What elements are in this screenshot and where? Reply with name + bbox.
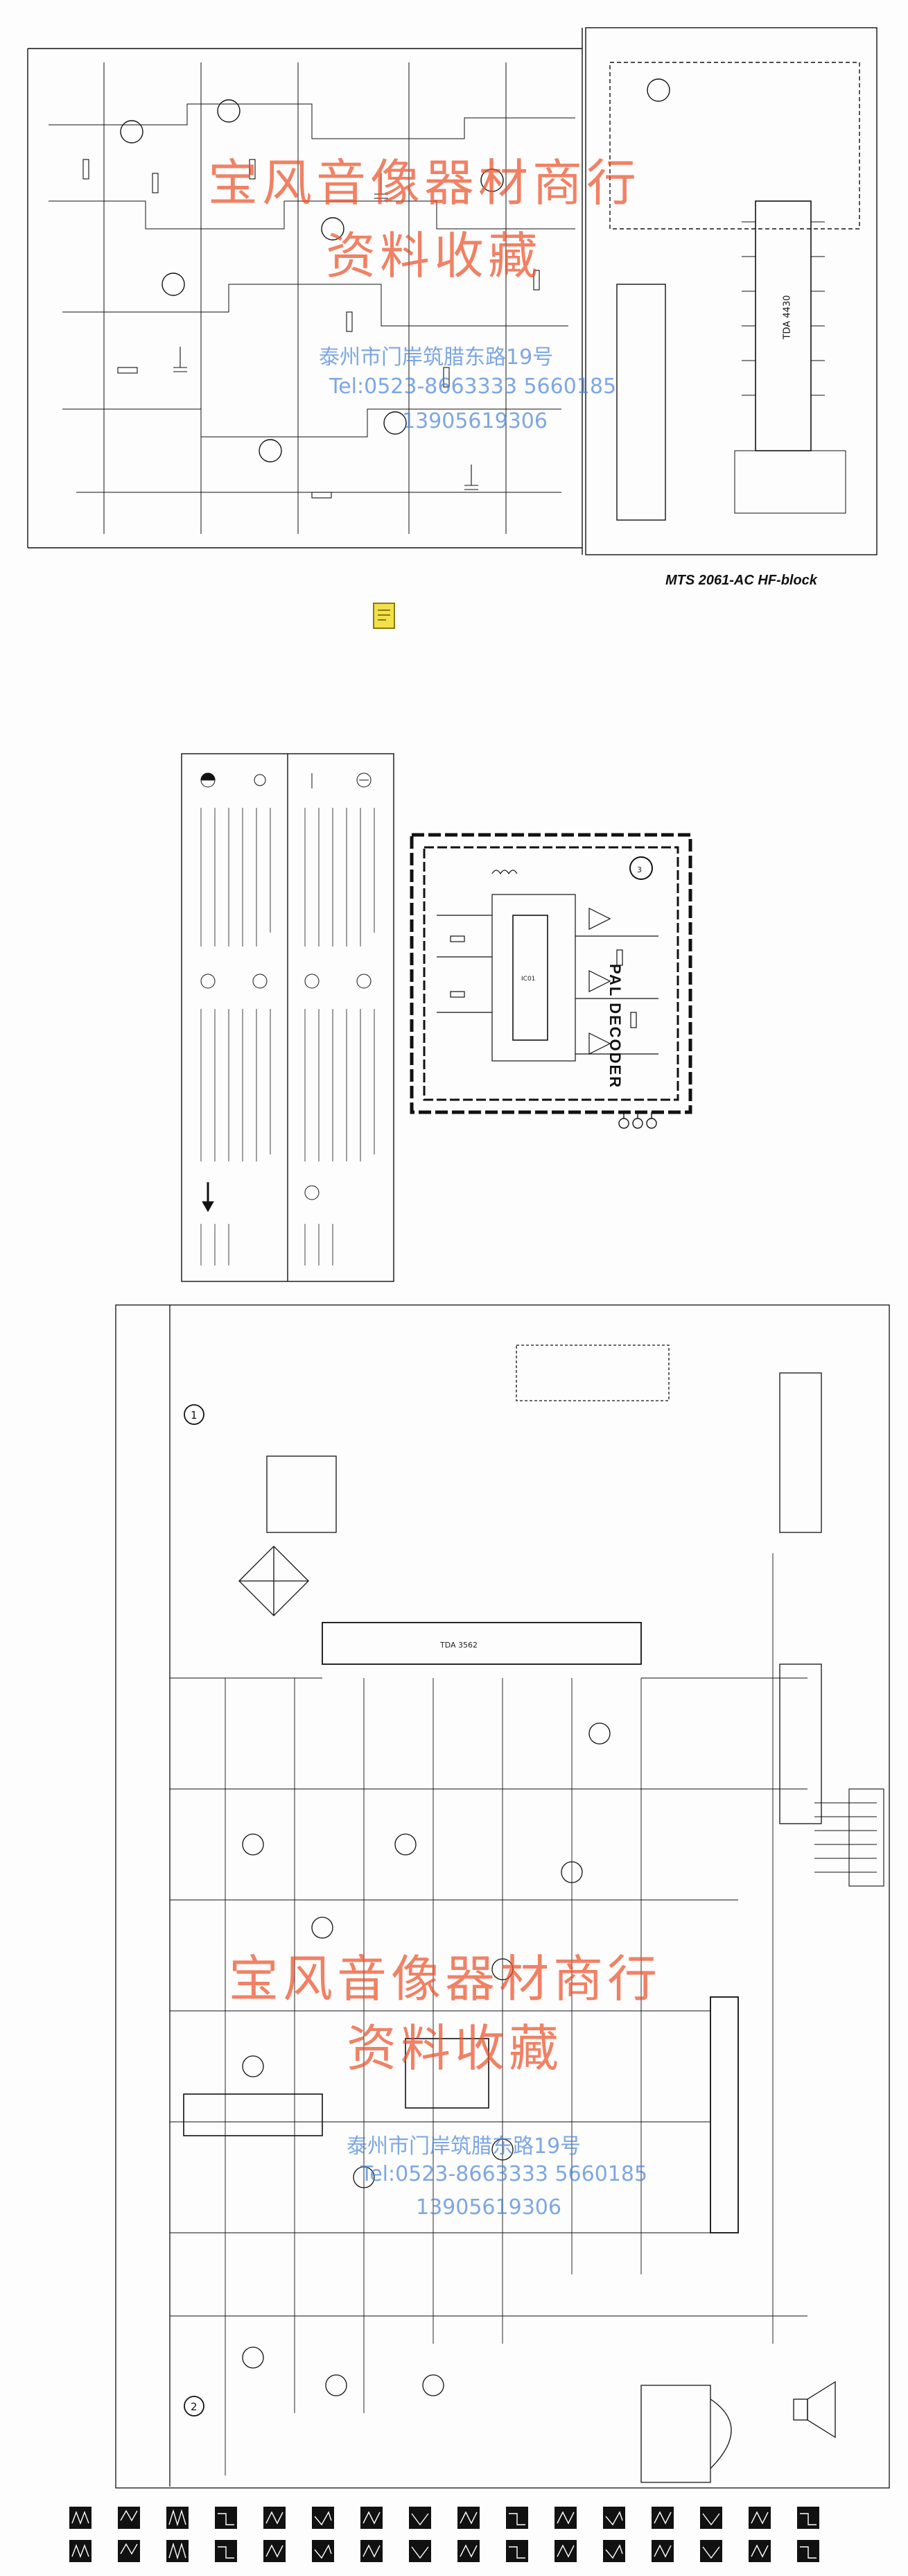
waveform-reference-strip	[69, 2500, 839, 2569]
pal-ic-label: IC01	[521, 976, 535, 983]
crt-tube-icon	[640, 2385, 732, 2483]
chassis-module-number-1: 1	[191, 1409, 198, 1421]
sticky-note-icon[interactable]	[372, 602, 396, 630]
pal-decoder-title: PAL DECODER	[606, 964, 624, 1089]
chassis-ic-label: TDA 3562	[439, 1641, 478, 1650]
pal-module-number: 3	[637, 865, 642, 874]
pal-decoder-module: 3 IC01 PAL DECODER	[409, 832, 693, 1144]
hf-block-caption: MTS 2061-AC HF-block	[665, 573, 817, 588]
main-chassis-schematic: 1 2 TDA 3562	[114, 1304, 891, 2489]
speaker-icon	[793, 2380, 836, 2439]
chassis-module-number-2: 2	[191, 2401, 198, 2413]
hf-block-schematic: TDA 4430	[21, 21, 887, 576]
symbol-legend-panel	[180, 752, 395, 1283]
